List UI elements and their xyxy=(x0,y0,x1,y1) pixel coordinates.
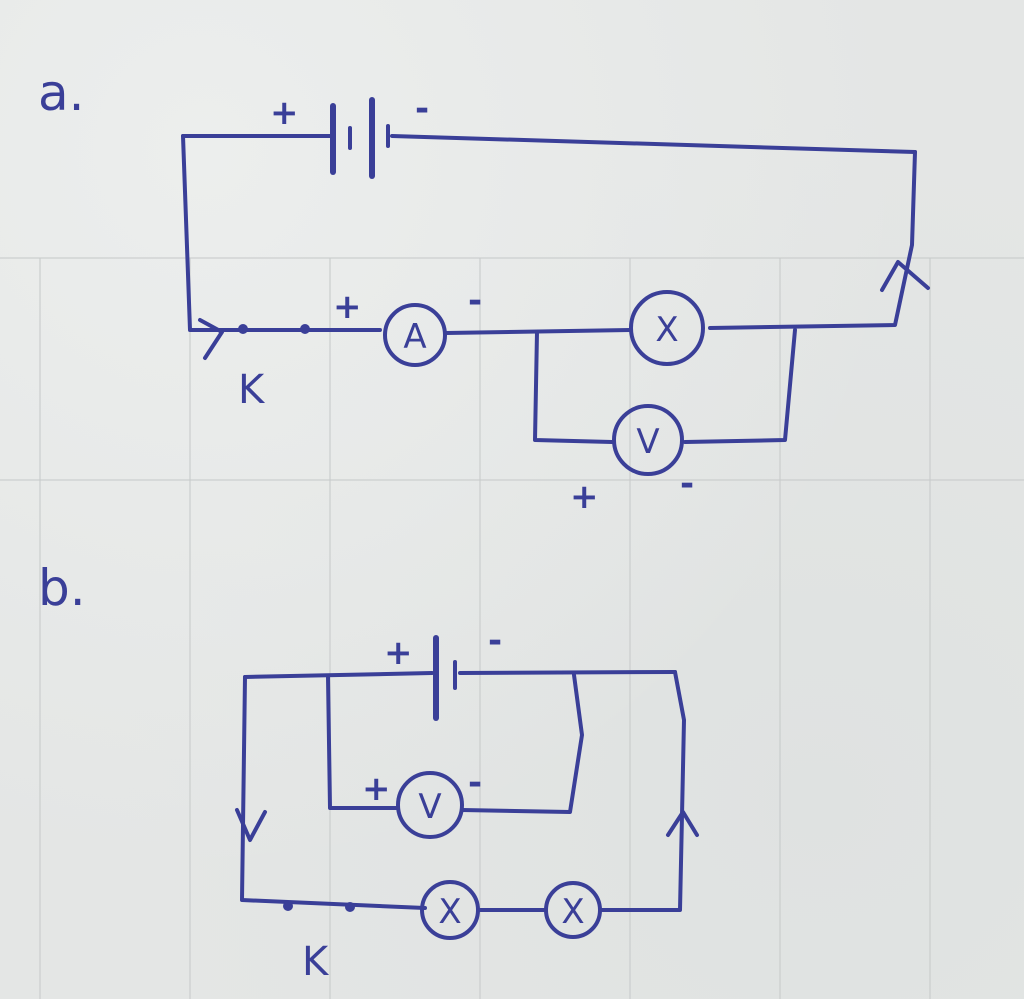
battery-a-plus: + xyxy=(270,93,299,133)
wire-a-right xyxy=(708,150,917,330)
voltmeter-a-minus: - xyxy=(680,464,694,504)
battery-a-minus: - xyxy=(415,89,429,129)
wire-b-left xyxy=(240,675,427,910)
arrow-a-right xyxy=(880,260,930,292)
lamp-a-letter: X xyxy=(655,310,678,350)
voltmeter-b-letter: V xyxy=(418,787,441,827)
wire-b-volt-right xyxy=(460,673,584,814)
circuit-b: b. + - V + - xyxy=(38,559,699,985)
wire-a-volt-right xyxy=(683,328,797,444)
battery-a: + - xyxy=(181,89,917,179)
switch-b: K xyxy=(283,901,355,985)
part-a-label: a. xyxy=(38,64,85,122)
wire-a-volt-left xyxy=(533,330,614,444)
battery-b-minus: - xyxy=(488,621,502,661)
switch-a-label: K xyxy=(238,367,266,413)
circuit-a: a. + - K xyxy=(38,64,930,517)
switch-b-label: K xyxy=(302,939,330,985)
arrow-a-left xyxy=(198,318,224,360)
voltmeter-a-plus: + xyxy=(570,477,599,517)
lamp-b-2-letter: X xyxy=(561,892,584,932)
arrow-b-right xyxy=(666,810,699,837)
voltmeter-a-letter: V xyxy=(636,422,659,462)
lamp-b-1: X xyxy=(420,880,480,940)
paper-grid xyxy=(0,257,1024,999)
lamp-a: X xyxy=(629,290,705,366)
voltmeter-b-minus: - xyxy=(468,763,482,803)
ammeter-a-plus: + xyxy=(333,287,362,327)
voltmeter-b: V + - xyxy=(362,763,482,839)
wire-b-right xyxy=(598,670,686,912)
switch-a: K xyxy=(238,324,310,413)
battery-b-plus: + xyxy=(384,633,413,673)
wire-b-volt-left xyxy=(326,675,400,810)
ammeter-a: A + - xyxy=(333,281,482,367)
wire-a-left xyxy=(181,134,382,332)
part-b-label: b. xyxy=(38,559,86,617)
arrow-b-left xyxy=(235,808,267,842)
voltmeter-a: V + - xyxy=(570,404,694,517)
lamp-b-1-letter: X xyxy=(438,892,461,932)
lamp-b-2: X xyxy=(544,881,602,939)
ammeter-a-minus: - xyxy=(468,281,482,321)
ammeter-a-letter: A xyxy=(403,317,426,357)
voltmeter-b-plus: + xyxy=(362,769,391,809)
battery-b: + - xyxy=(243,621,677,721)
